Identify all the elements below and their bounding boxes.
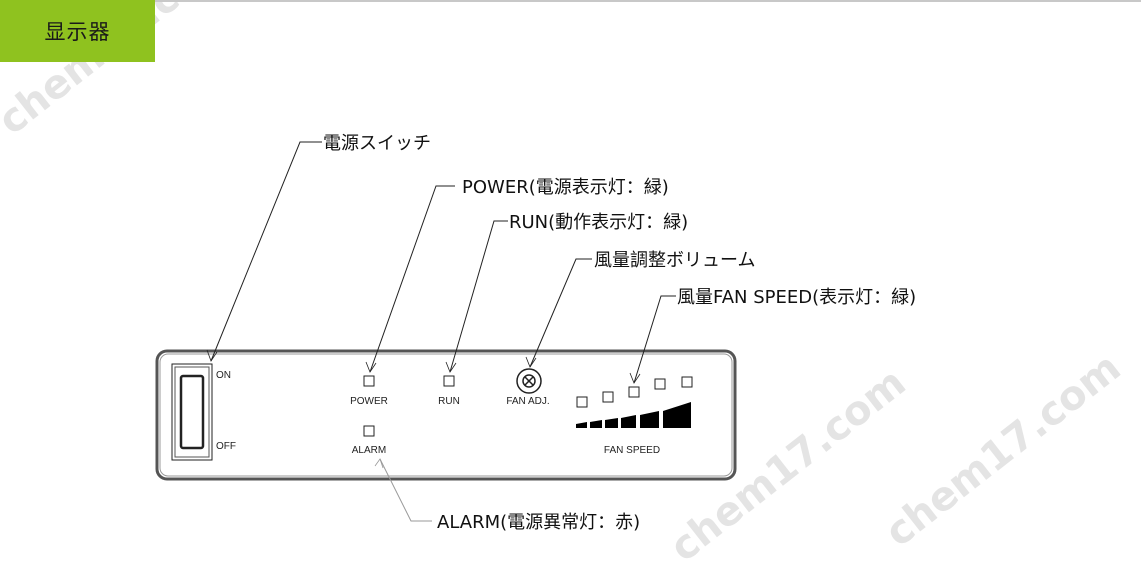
fan-speed-bar (640, 411, 659, 428)
callout-run-led: RUN(動作表示灯：緑) (509, 212, 688, 233)
fan-speed-bar (605, 418, 618, 428)
leader-run-led (449, 220, 508, 373)
power-led (363, 375, 375, 387)
callout-power-switch: 電源スイッチ (323, 133, 431, 154)
fan-speed-led (681, 376, 693, 388)
fan-speed-led (602, 391, 614, 403)
leader-lines (210, 141, 676, 522)
run-led-label: RUN (438, 396, 460, 407)
run-led (443, 375, 455, 387)
alarm-led-label: ALARM (352, 445, 386, 456)
fan-speed-bar (663, 402, 691, 428)
section-tab[interactable]: 显示器 (0, 0, 155, 62)
callout-alarm-led: ALARM(電源異常灯：赤) (437, 512, 640, 533)
callout-fan-speed: 風量FAN SPEED(表示灯：緑) (677, 287, 916, 308)
fan-adjust-label: FAN ADJ. (506, 396, 549, 407)
alarm-led (363, 425, 375, 437)
callout-power-led: POWER(電源表示灯：緑) (462, 177, 669, 198)
fan-speed-label: FAN SPEED (604, 445, 660, 456)
section-tab-label: 显示器 (44, 20, 111, 44)
fan-speed-bar (590, 420, 602, 428)
fan-speed-led (654, 378, 666, 390)
panel-outline (155, 349, 737, 481)
power-switch[interactable] (171, 363, 213, 461)
fan-speed-bar (576, 422, 587, 428)
fan-speed-indicator (576, 376, 693, 428)
switch-off-label: OFF (216, 441, 236, 452)
leader-power-switch (210, 141, 322, 362)
fan-speed-led (628, 386, 640, 398)
leader-fan-speed (633, 295, 676, 384)
fan-adjust-knob[interactable] (516, 368, 542, 394)
switch-on-label: ON (216, 370, 231, 381)
leader-fan-adjust (529, 258, 592, 368)
leader-alarm-led (379, 458, 432, 522)
fan-speed-led (576, 396, 588, 408)
header-divider (155, 0, 1141, 2)
callout-fan-adjust: 風量調整ボリューム (594, 250, 755, 271)
fan-speed-bar (621, 415, 636, 428)
leader-power-led (369, 185, 455, 373)
power-led-label: POWER (350, 396, 388, 407)
arrow-heads (206, 349, 641, 469)
